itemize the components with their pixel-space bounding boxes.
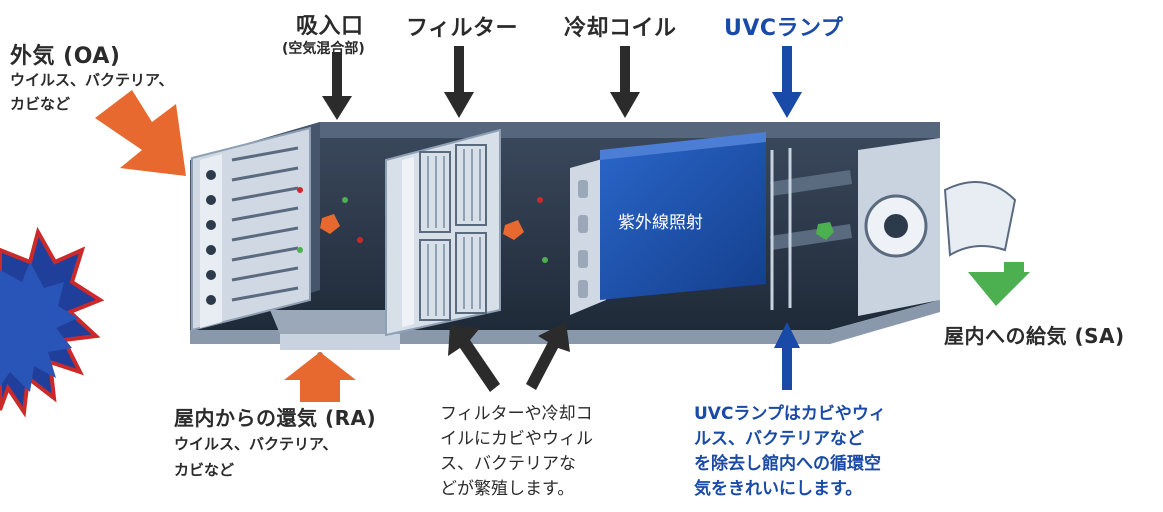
note-uvc-line: を除去し館内への循環空: [694, 454, 881, 474]
uvc-down-arrow: [772, 46, 802, 118]
filter-title: フィルター: [406, 16, 519, 41]
ra-line1: ウイルス、バクテリア、: [174, 435, 338, 453]
filter-down-arrow: [444, 46, 474, 118]
sa-outflow-arrow: [968, 262, 1030, 306]
ra-title: 屋内からの還気 (RA): [174, 406, 377, 430]
return-air-duct: [270, 310, 410, 350]
note-mid-line: どが繁殖します。: [440, 479, 575, 499]
oa-title: 外気 (OA): [10, 44, 121, 69]
filter-up-arrow-left: [448, 325, 500, 392]
note-uvc-line: ルス、バクテリアなど: [694, 429, 864, 449]
fan-section: [858, 138, 1017, 316]
uvc-up-arrow: [774, 322, 800, 390]
cooling-coil: [570, 132, 766, 315]
intake-panel: [191, 126, 311, 332]
note-uvc: UVCランプはカビやウィ ルス、バクテリアなど を除去し館内への循環空 気をきれ…: [694, 402, 886, 502]
intake-subtitle: (空気混合部): [282, 41, 365, 57]
oa-inflow-arrow: [95, 90, 186, 176]
coil-title: 冷却コイル: [564, 16, 677, 41]
intake-down-arrow: [322, 52, 352, 120]
oa-line2: カビなど: [10, 95, 71, 113]
ra-inflow-arrow: [284, 352, 356, 402]
sa-title: 屋内への給気 (SA): [944, 324, 1125, 348]
ra-line2: カビなど: [174, 461, 235, 479]
coil-down-arrow: [610, 46, 640, 118]
oa-line1: ウイルス、バクテリア、: [10, 71, 174, 89]
filter-up-arrow-right: [526, 322, 570, 390]
note-mid: フィルターや冷却コ イルにカビやウィル ス、バクテリアな どが繁殖します。: [440, 402, 593, 502]
note-uvc-line: UVCランプはカビやウィ: [694, 404, 886, 424]
intake-title: 吸入口: [296, 14, 364, 39]
uv-irradiation-label: 紫外線照射: [618, 213, 703, 233]
note-uvc-line: 気をきれいにします。: [694, 479, 863, 499]
note-mid-line: フィルターや冷却コ: [440, 404, 593, 424]
uvc-title: UVCランプ: [724, 16, 844, 41]
starburst-badge: [0, 226, 105, 418]
note-mid-line: イルにカビやウィル: [440, 429, 593, 449]
filter-unit: [385, 128, 501, 337]
note-mid-line: ス、バクテリアな: [440, 454, 576, 474]
